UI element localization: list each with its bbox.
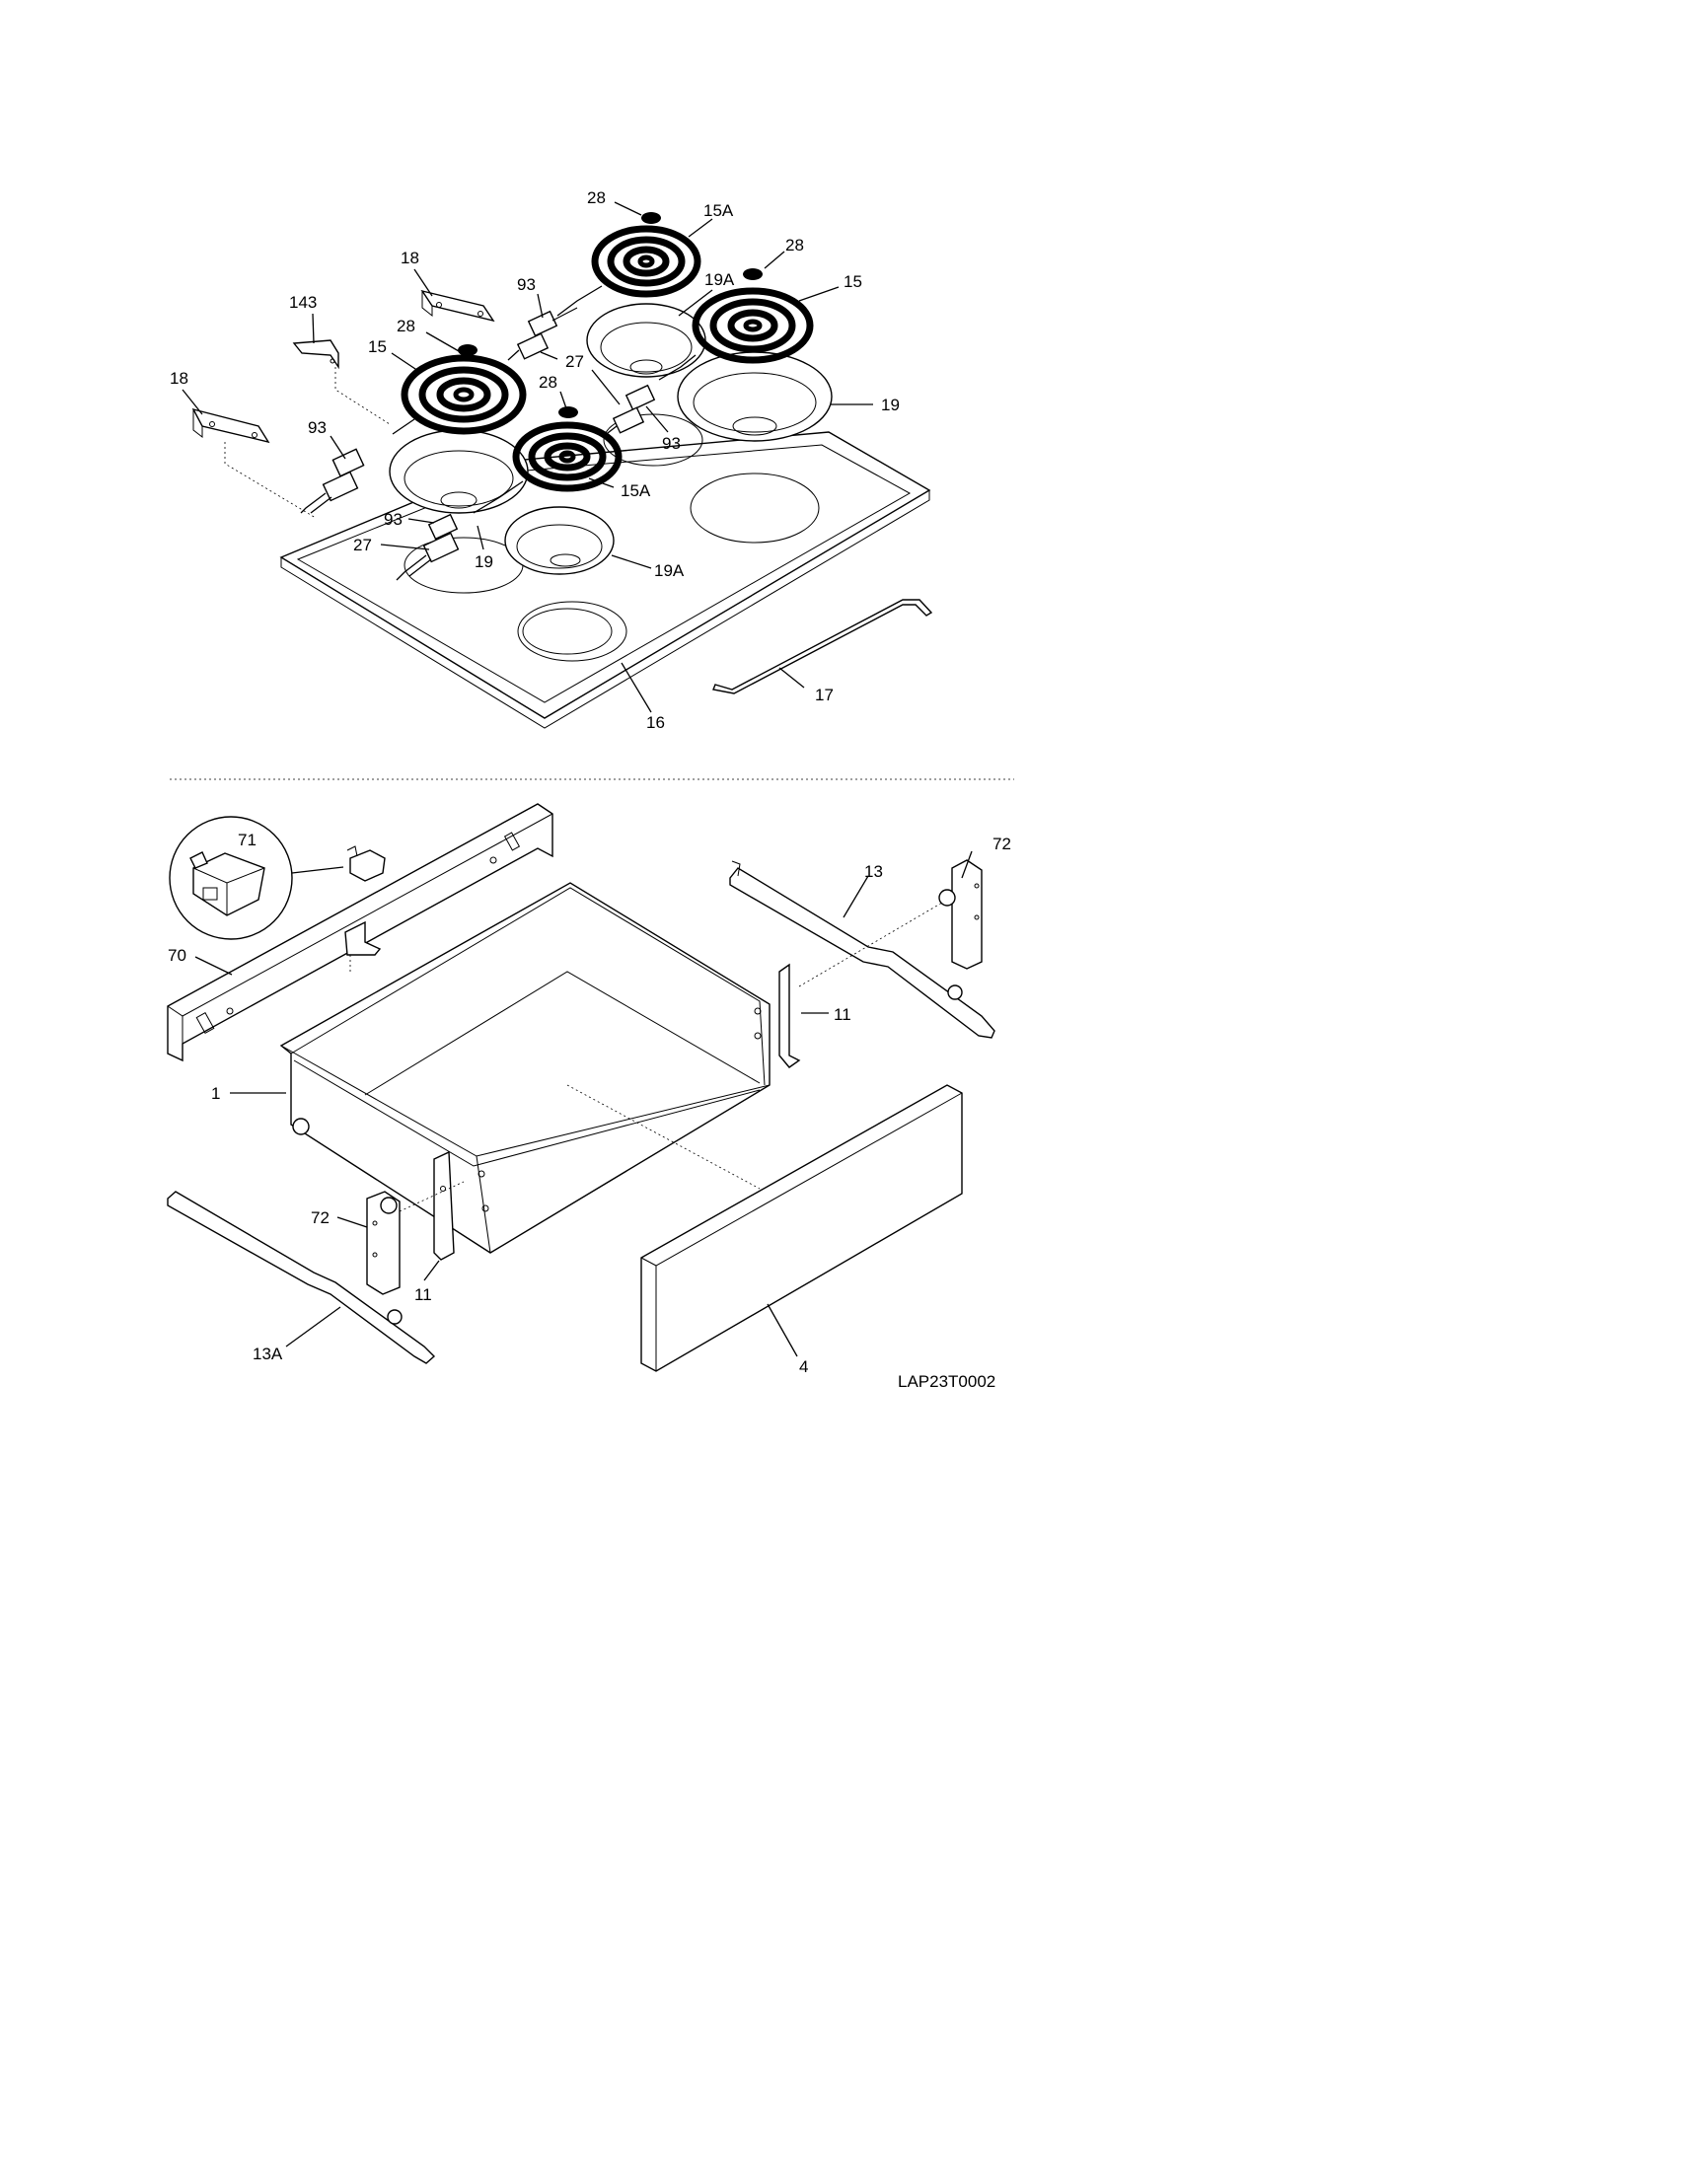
- assembly-lines-top: [224, 367, 391, 519]
- element-terminals: [392, 285, 697, 514]
- callout-18-left: 18: [170, 369, 188, 388]
- trim-cap-28c: [458, 344, 478, 356]
- slide-rail-13a: [167, 1191, 436, 1364]
- callout-72-low: 72: [311, 1208, 330, 1227]
- coil-element-15-left: [401, 354, 527, 435]
- leaders-bottom: [194, 850, 973, 1357]
- receptacle-93-top: [527, 307, 578, 337]
- callout-19-low: 19: [475, 552, 493, 571]
- callout-16: 16: [646, 713, 665, 732]
- trim-cap-28b: [743, 268, 763, 280]
- callout-19a-low: 19A: [654, 561, 685, 580]
- callout-143: 143: [289, 293, 317, 312]
- drip-bowl-19a-low: [504, 506, 615, 575]
- coil-element-15a-top: [591, 225, 701, 298]
- callout-15-right: 15: [844, 272, 862, 291]
- slide-bracket-11-right: [778, 963, 801, 1068]
- callouts-top: 28 15A 28 15 19A 18 93 143 28 15 27 28 1…: [170, 188, 900, 732]
- callout-93-low: 93: [384, 510, 403, 529]
- callout-28c: 28: [397, 317, 415, 335]
- assembly-lines-bottom: [349, 902, 943, 1212]
- callout-19-right: 19: [881, 396, 900, 414]
- callout-13: 13: [864, 862, 883, 881]
- trim-cap-28d: [558, 406, 578, 418]
- callout-93-mid: 93: [308, 418, 327, 437]
- parts-diagram: 28 15A 28 15 19A 18 93 143 28 15 27 28 1…: [167, 188, 1014, 1391]
- bracket-18-left: [191, 407, 270, 444]
- coil-element-15-right: [692, 287, 814, 364]
- callout-70: 70: [168, 946, 186, 965]
- callout-27-top: 27: [565, 352, 584, 371]
- callout-15-left: 15: [368, 337, 387, 356]
- callouts-bottom: 71 72 13 70 11 1 72 11 13A 4: [168, 831, 1011, 1376]
- switch-71-inset: [169, 816, 293, 940]
- callout-4: 4: [799, 1357, 808, 1376]
- callout-93-right: 93: [662, 434, 681, 453]
- support-rod-17: [712, 599, 933, 694]
- bracket-143: [292, 339, 339, 370]
- callout-71: 71: [238, 831, 257, 849]
- callout-28d: 28: [539, 373, 557, 392]
- callout-72-top: 72: [992, 835, 1011, 853]
- drawer-front-4: [640, 1084, 963, 1372]
- coil-element-15a-mid: [512, 421, 623, 492]
- callout-28a: 28: [587, 188, 606, 207]
- callout-18-top: 18: [401, 249, 419, 267]
- callout-15a-mid: 15A: [621, 481, 651, 500]
- receptacle-93-right: [625, 384, 656, 411]
- frame-rail-70: [167, 803, 553, 1062]
- harness-27: [300, 332, 645, 581]
- leaders-top: [182, 201, 873, 713]
- callout-27-low: 27: [353, 536, 372, 554]
- cooktop-assembly: 28 15A 28 15 19A 18 93 143 28 15 27 28 1…: [170, 188, 933, 732]
- callout-11-low: 11: [414, 1285, 432, 1304]
- receptacle-93-low: [427, 513, 459, 541]
- drawer-assembly: 71 72 13 70 11 1 72 11 13A 4: [167, 803, 1011, 1376]
- slide-rail-13: [729, 860, 995, 1039]
- drawer-body-1: [279, 882, 771, 1254]
- switch-71: [346, 845, 386, 882]
- diagram-code: LAP23T0002: [898, 1372, 995, 1391]
- drip-bowl-19-right: [677, 351, 833, 442]
- drip-bowl-19a-top: [586, 303, 706, 378]
- receptacle-93-mid: [331, 448, 365, 477]
- roller-72-right: [938, 859, 983, 970]
- callout-28b: 28: [785, 236, 804, 255]
- leader-71: [291, 866, 344, 874]
- callout-13a: 13A: [253, 1345, 283, 1363]
- callout-17: 17: [815, 686, 834, 704]
- trim-cap-28a: [641, 212, 661, 224]
- roller-72-low: [366, 1191, 401, 1295]
- slide-bracket-11-low: [433, 1150, 455, 1261]
- drip-bowl-19-left: [389, 429, 529, 514]
- callout-93-top: 93: [517, 275, 536, 294]
- bracket-18-top: [420, 289, 495, 323]
- callout-15a-top: 15A: [703, 201, 734, 220]
- callout-19a-top: 19A: [704, 270, 735, 289]
- callout-11-right: 11: [834, 1005, 851, 1024]
- callout-1: 1: [211, 1084, 220, 1103]
